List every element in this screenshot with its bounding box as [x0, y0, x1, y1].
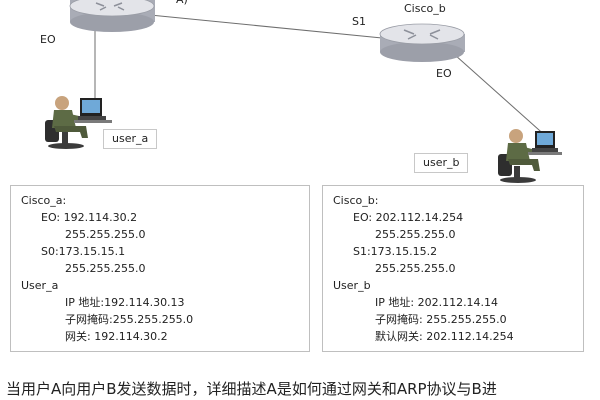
config-a-ip: IP 地址:192.114.30.13	[65, 296, 185, 309]
config-b-ip: IP 地址: 202.112.14.14	[375, 296, 499, 309]
router-icon	[69, 0, 155, 32]
config-b-e0-mask: 255.255.255.0	[375, 228, 456, 241]
config-b-gateway: 默认网关: 202.112.14.254	[375, 330, 514, 343]
router-icon	[379, 23, 465, 62]
config-a-s0: S0:173.15.15.1	[41, 245, 126, 258]
config-b-mask: 子网掩码: 255.255.255.0	[375, 313, 507, 326]
config-a-user: User_a	[21, 279, 59, 292]
config-box-a: Cisco_a: EO: 192.114.30.2 255.255.255.0 …	[10, 185, 310, 352]
config-a-s0-mask: 255.255.255.0	[65, 262, 146, 275]
config-b-s1: S1:173.15.15.2	[353, 245, 438, 258]
link-router-a-to-router-b	[149, 14, 383, 39]
router-b-label: Cisco_b	[404, 2, 446, 15]
config-b-e0: EO: 202.112.14.254	[353, 211, 464, 224]
config-b-user: User_b	[333, 279, 371, 292]
config-b-s1-mask: 255.255.255.0	[375, 262, 456, 275]
user-b-label: user_b	[414, 153, 469, 173]
config-b-title: Cisco_b:	[333, 194, 379, 207]
router-b-s1-label: S1	[352, 15, 366, 28]
question-text: 当用户A向用户B发送数据时，详细描述A是如何通过网关和ARP协议与B进	[6, 380, 497, 398]
config-a-e0-mask: 255.255.255.0	[65, 228, 146, 241]
config-a-e0: EO: 192.114.30.2	[41, 211, 138, 224]
router-b-e0-label: EO	[436, 67, 452, 80]
config-a-mask: 子网掩码:255.255.255.0	[65, 313, 194, 326]
user-workstation-icon	[45, 96, 112, 149]
config-a-title: Cisco_a:	[21, 194, 67, 207]
user-workstation-icon	[498, 129, 562, 183]
link-router-b-to-user-b	[454, 54, 549, 139]
config-box-b: Cisco_b: EO: 202.112.14.254 255.255.255.…	[322, 185, 584, 352]
user-a-label: user_a	[103, 129, 158, 149]
router-a-e0-label: EO	[40, 33, 56, 46]
config-a-gateway: 网关: 192.114.30.2	[65, 330, 168, 343]
router-a-label-fragment: A)	[176, 0, 188, 7]
